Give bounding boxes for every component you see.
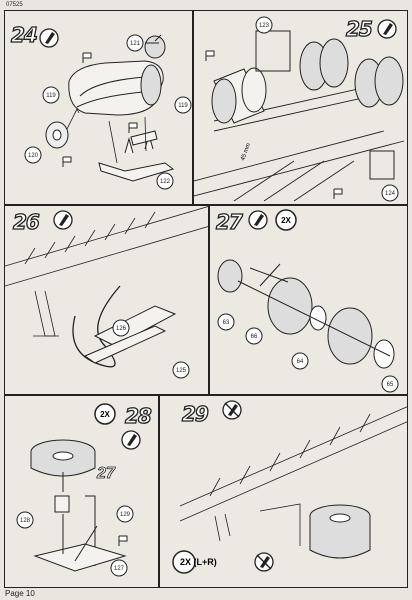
tank-bracket-drawing bbox=[98, 130, 175, 182]
fuel-tank-drawing bbox=[68, 34, 166, 116]
glue-icon bbox=[121, 430, 141, 450]
quantity-badge: 2X (L+R) bbox=[172, 550, 217, 574]
part-callout bbox=[291, 352, 309, 370]
part-number: 126 bbox=[116, 326, 127, 332]
step-29-panel: 29 2X (L+R) bbox=[159, 395, 408, 588]
step-28-drawing: 2X 27 128 129 127 bbox=[16, 403, 141, 577]
glue-icon bbox=[248, 210, 268, 230]
glue-icon bbox=[377, 19, 397, 39]
part-number: 120 bbox=[28, 153, 39, 159]
part-callout bbox=[172, 361, 190, 379]
part-callout bbox=[156, 172, 174, 190]
spare-carrier-drawing bbox=[33, 472, 127, 572]
dimension-label: 45 mm bbox=[240, 142, 252, 161]
step-27-panel: 27 2X 63 66 64 65 bbox=[209, 205, 408, 395]
part-number: 122 bbox=[160, 179, 171, 185]
rear-wheels-drawing bbox=[299, 38, 404, 108]
step-27-drawing: 2X 63 66 64 65 bbox=[217, 209, 399, 393]
part-number: 64 bbox=[297, 359, 304, 365]
step-28-panel: 28 2X 27 128 129 bbox=[4, 395, 159, 588]
step-29-number: 29 bbox=[181, 401, 209, 426]
step-24-number: 24 bbox=[10, 22, 38, 47]
part-number: 123 bbox=[259, 23, 270, 29]
tank-cap-drawing bbox=[45, 121, 69, 149]
quantity-label: 2X (L+R) bbox=[180, 557, 217, 567]
part-callout bbox=[42, 86, 60, 104]
fuel-tank-drawing bbox=[211, 67, 267, 124]
part-number: 129 bbox=[120, 512, 131, 518]
spare-tyre-drawing bbox=[30, 439, 96, 477]
part-number: 125 bbox=[176, 368, 187, 374]
part-callout bbox=[255, 16, 273, 34]
part-callout bbox=[112, 319, 130, 337]
part-number: 128 bbox=[20, 518, 31, 524]
step-25-drawing: 45 mm 123 124 bbox=[194, 16, 405, 202]
step-26-number: 26 bbox=[12, 209, 40, 234]
part-callout bbox=[116, 505, 134, 523]
axle-line bbox=[237, 263, 391, 357]
part-number: 121 bbox=[130, 41, 141, 47]
glue-icon bbox=[53, 210, 73, 230]
part-callout bbox=[24, 146, 42, 164]
step-25-panel: 25 45 mm bbox=[193, 10, 408, 205]
paint-flag-icon bbox=[118, 535, 128, 546]
part-callout bbox=[381, 184, 399, 202]
no-glue-icon bbox=[222, 400, 242, 420]
step-28-number: 28 bbox=[124, 403, 152, 428]
part-callout bbox=[126, 34, 144, 52]
step-24-drawing: 121 119 119 120 122 bbox=[24, 28, 192, 190]
mudflap-bracket-drawing bbox=[255, 30, 395, 180]
part-number: 119 bbox=[46, 93, 56, 99]
part-number: 65 bbox=[387, 382, 394, 388]
quantity-label: 2X bbox=[281, 216, 291, 225]
part-callout bbox=[110, 559, 128, 577]
part-number: 124 bbox=[385, 191, 396, 197]
no-glue-icon bbox=[254, 552, 274, 572]
step-26-drawing: 126 125 bbox=[5, 206, 208, 379]
quantity-badge: 2X bbox=[94, 403, 116, 425]
part-number: 63 bbox=[223, 320, 230, 326]
part-callout bbox=[381, 375, 399, 393]
step-26-panel: 26 126 125 bbox=[4, 205, 209, 395]
part-number: 127 bbox=[114, 566, 125, 572]
step-25-number: 25 bbox=[345, 16, 373, 41]
paint-flag-icon bbox=[205, 50, 343, 199]
page-footer: Page 10 bbox=[5, 589, 35, 598]
part-number: 119 bbox=[178, 103, 188, 109]
part-callout bbox=[16, 511, 34, 529]
assembly-arrows bbox=[66, 108, 147, 164]
page-code: 07525 bbox=[6, 2, 23, 8]
trailer-deck-drawing bbox=[179, 406, 407, 546]
step-24-panel: 24 bbox=[4, 10, 193, 205]
step-29-drawing: 2X (L+R) bbox=[172, 400, 407, 574]
part-callout bbox=[245, 327, 263, 345]
part-number-large: 27 bbox=[96, 465, 116, 482]
quantity-badge: 2X bbox=[275, 209, 297, 231]
air-tank-drawing bbox=[83, 305, 177, 364]
part-callout bbox=[217, 313, 235, 331]
glue-icon bbox=[39, 28, 59, 48]
step-27-number: 27 bbox=[215, 209, 243, 234]
part-number: 66 bbox=[251, 334, 258, 340]
air-hose-drawing bbox=[72, 285, 121, 368]
quantity-label: 2X bbox=[100, 410, 110, 419]
paint-flag-icon bbox=[62, 52, 138, 167]
trailer-deck-drawing bbox=[5, 206, 208, 337]
spare-tyre-drawing bbox=[309, 504, 371, 559]
part-callout bbox=[174, 96, 192, 114]
